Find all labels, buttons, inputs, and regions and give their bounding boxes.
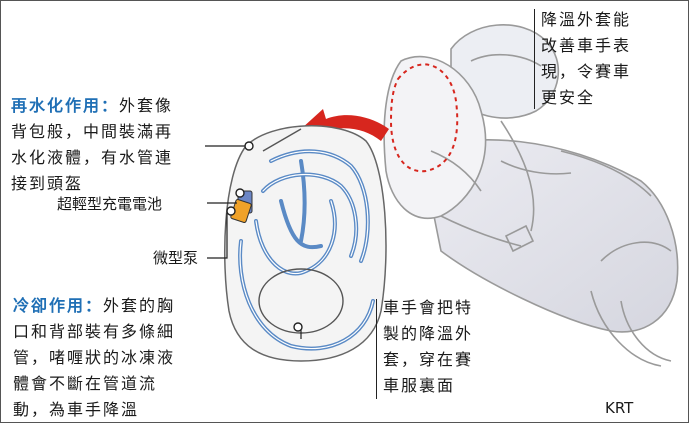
cooling-title: 冷卻作用	[13, 296, 86, 315]
cooling-line: 外套的胸	[103, 296, 176, 315]
cooling-line: 口和背部裝有多條細	[13, 322, 176, 341]
cooling-colon: ：	[85, 296, 104, 315]
cooling-line: 體會不斷在管道流	[13, 374, 158, 393]
rider-note-line: 套，穿在賽	[383, 350, 474, 369]
cooling-line: 管，啫喱狀的冰凍液	[13, 348, 176, 367]
rider-note-rule	[376, 299, 378, 399]
intro-line: 現，令賽車	[541, 62, 632, 81]
caption-rule	[534, 9, 536, 109]
pump-label: 微型泵	[153, 249, 199, 267]
rider-note-line: 車服裏面	[383, 376, 456, 395]
rider-sketch	[383, 24, 679, 367]
rider-note-line: 製的降溫外	[383, 324, 474, 343]
rehydration-caption: 再水化作用：外套像 背包般，中間裝滿再 水化液體，有水管連 接到頭盔	[11, 93, 173, 197]
intro-line: 降溫外套能	[541, 10, 632, 29]
rider-note-line: 車手會把特	[383, 298, 474, 317]
rehydration-title: 再水化作用	[11, 96, 102, 115]
rehydration-line: 接到頭盔	[11, 174, 84, 193]
cooling-line: 動，為車手降溫	[13, 400, 140, 419]
rehydration-line: 水化液體，有水管連	[11, 148, 174, 167]
battery-label: 超輕型充電電池	[57, 195, 163, 213]
rehydration-line: 背包般，中間裝滿再	[11, 122, 174, 141]
rider-note: 車手會把特 製的降溫外 套，穿在賽 車服裏面	[383, 295, 473, 399]
vest-diagram	[224, 125, 387, 362]
vest-outline	[389, 63, 459, 173]
credit: KRT	[605, 399, 634, 417]
rehydration-colon: ：	[101, 96, 120, 115]
intro-line: 改善車手表	[541, 36, 632, 55]
rehydration-line: 外套像	[119, 96, 174, 115]
cooling-caption: 冷卻作用：外套的胸 口和背部裝有多條細 管，啫喱狀的冰凍液 體會不斷在管道流 動…	[13, 293, 176, 422]
intro-caption: 降溫外套能 改善車手表 現，令賽車 更安全	[541, 7, 631, 111]
intro-line: 更安全	[541, 88, 596, 107]
